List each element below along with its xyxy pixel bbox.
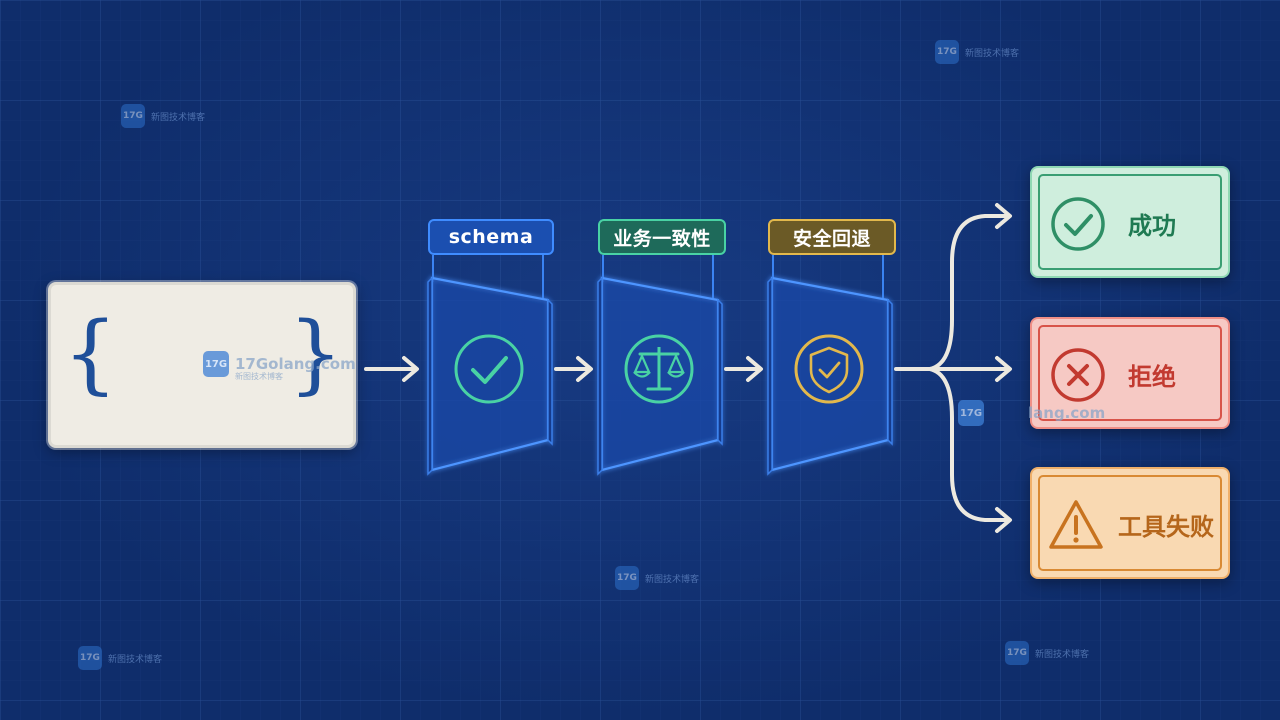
flow-arrows	[364, 203, 1012, 533]
watermark-logo: 17G	[935, 40, 959, 64]
outcome-tool-failure-label: 工具失败	[1118, 513, 1214, 541]
outcome-success-label: 成功	[1128, 212, 1176, 240]
watermark-subtitle: 新图技术博客	[151, 112, 206, 123]
outcome-card-frame	[1038, 475, 1222, 571]
stage-tag-safe-fallback: 安全回退	[768, 219, 896, 255]
warning-triangle-icon	[1049, 500, 1103, 549]
filter-panel-fallback	[767, 276, 893, 476]
x-circle-icon	[1051, 348, 1105, 402]
watermark-subtitle: 新图技术博客	[235, 372, 283, 381]
outcome-reject-label: 拒绝	[1128, 363, 1176, 391]
arrow-input-to-schema	[364, 356, 419, 382]
watermark-logo: 17G	[203, 351, 229, 377]
watermark-subtitle: 新图技术博客	[965, 48, 1020, 59]
watermark: 17G 新图技术博客	[615, 566, 699, 590]
watermark-logo: 17G	[121, 104, 145, 128]
scale-balance-icon	[624, 334, 694, 404]
check-icon	[454, 334, 524, 404]
stage-tag-schema: schema	[428, 219, 554, 255]
watermark-site-partial: lang.com	[1028, 404, 1106, 422]
watermark-subtitle: 新图技术博客	[108, 654, 163, 665]
watermark-logo: 17G	[78, 646, 102, 670]
check-circle-icon	[1051, 197, 1105, 251]
outcome-card-frame	[1038, 325, 1222, 421]
shield-check-icon	[794, 334, 864, 404]
watermark: 17G 新图技术博客	[1005, 641, 1089, 665]
outcome-reject-card: 拒绝	[1030, 317, 1230, 429]
watermark-large: 17G lang.com	[958, 400, 1105, 426]
outcome-success-card: 成功	[1030, 166, 1230, 278]
arrow-schema-to-business	[554, 356, 593, 382]
watermark-logo: 17G	[615, 566, 639, 590]
watermark-logo: 17G	[958, 400, 984, 426]
watermark-site: 17Golang.com	[235, 355, 356, 373]
outcome-card-frame	[1038, 174, 1222, 270]
watermark: 17G 新图技术博客	[935, 40, 1019, 64]
watermark-subtitle: 新图技术博客	[645, 574, 700, 585]
arrow-business-to-fallback	[724, 356, 763, 382]
branch-arrows	[894, 203, 1012, 533]
watermark: 17G 新图技术博客	[121, 104, 205, 128]
watermark-logo: 17G	[1005, 641, 1029, 665]
watermark-large: 17G 17Golang.com 新图技术博客	[203, 351, 356, 381]
brace-open: {	[63, 304, 118, 404]
watermark: 17G 新图技术博客	[78, 646, 162, 670]
stage-tag-business-consistency: 业务一致性	[598, 219, 726, 255]
brace-close: }	[288, 304, 343, 404]
outcome-tool-failure-card: 工具失败	[1030, 467, 1230, 579]
json-input-card: { }	[48, 282, 356, 448]
watermark-subtitle: 新图技术博客	[1035, 649, 1090, 660]
